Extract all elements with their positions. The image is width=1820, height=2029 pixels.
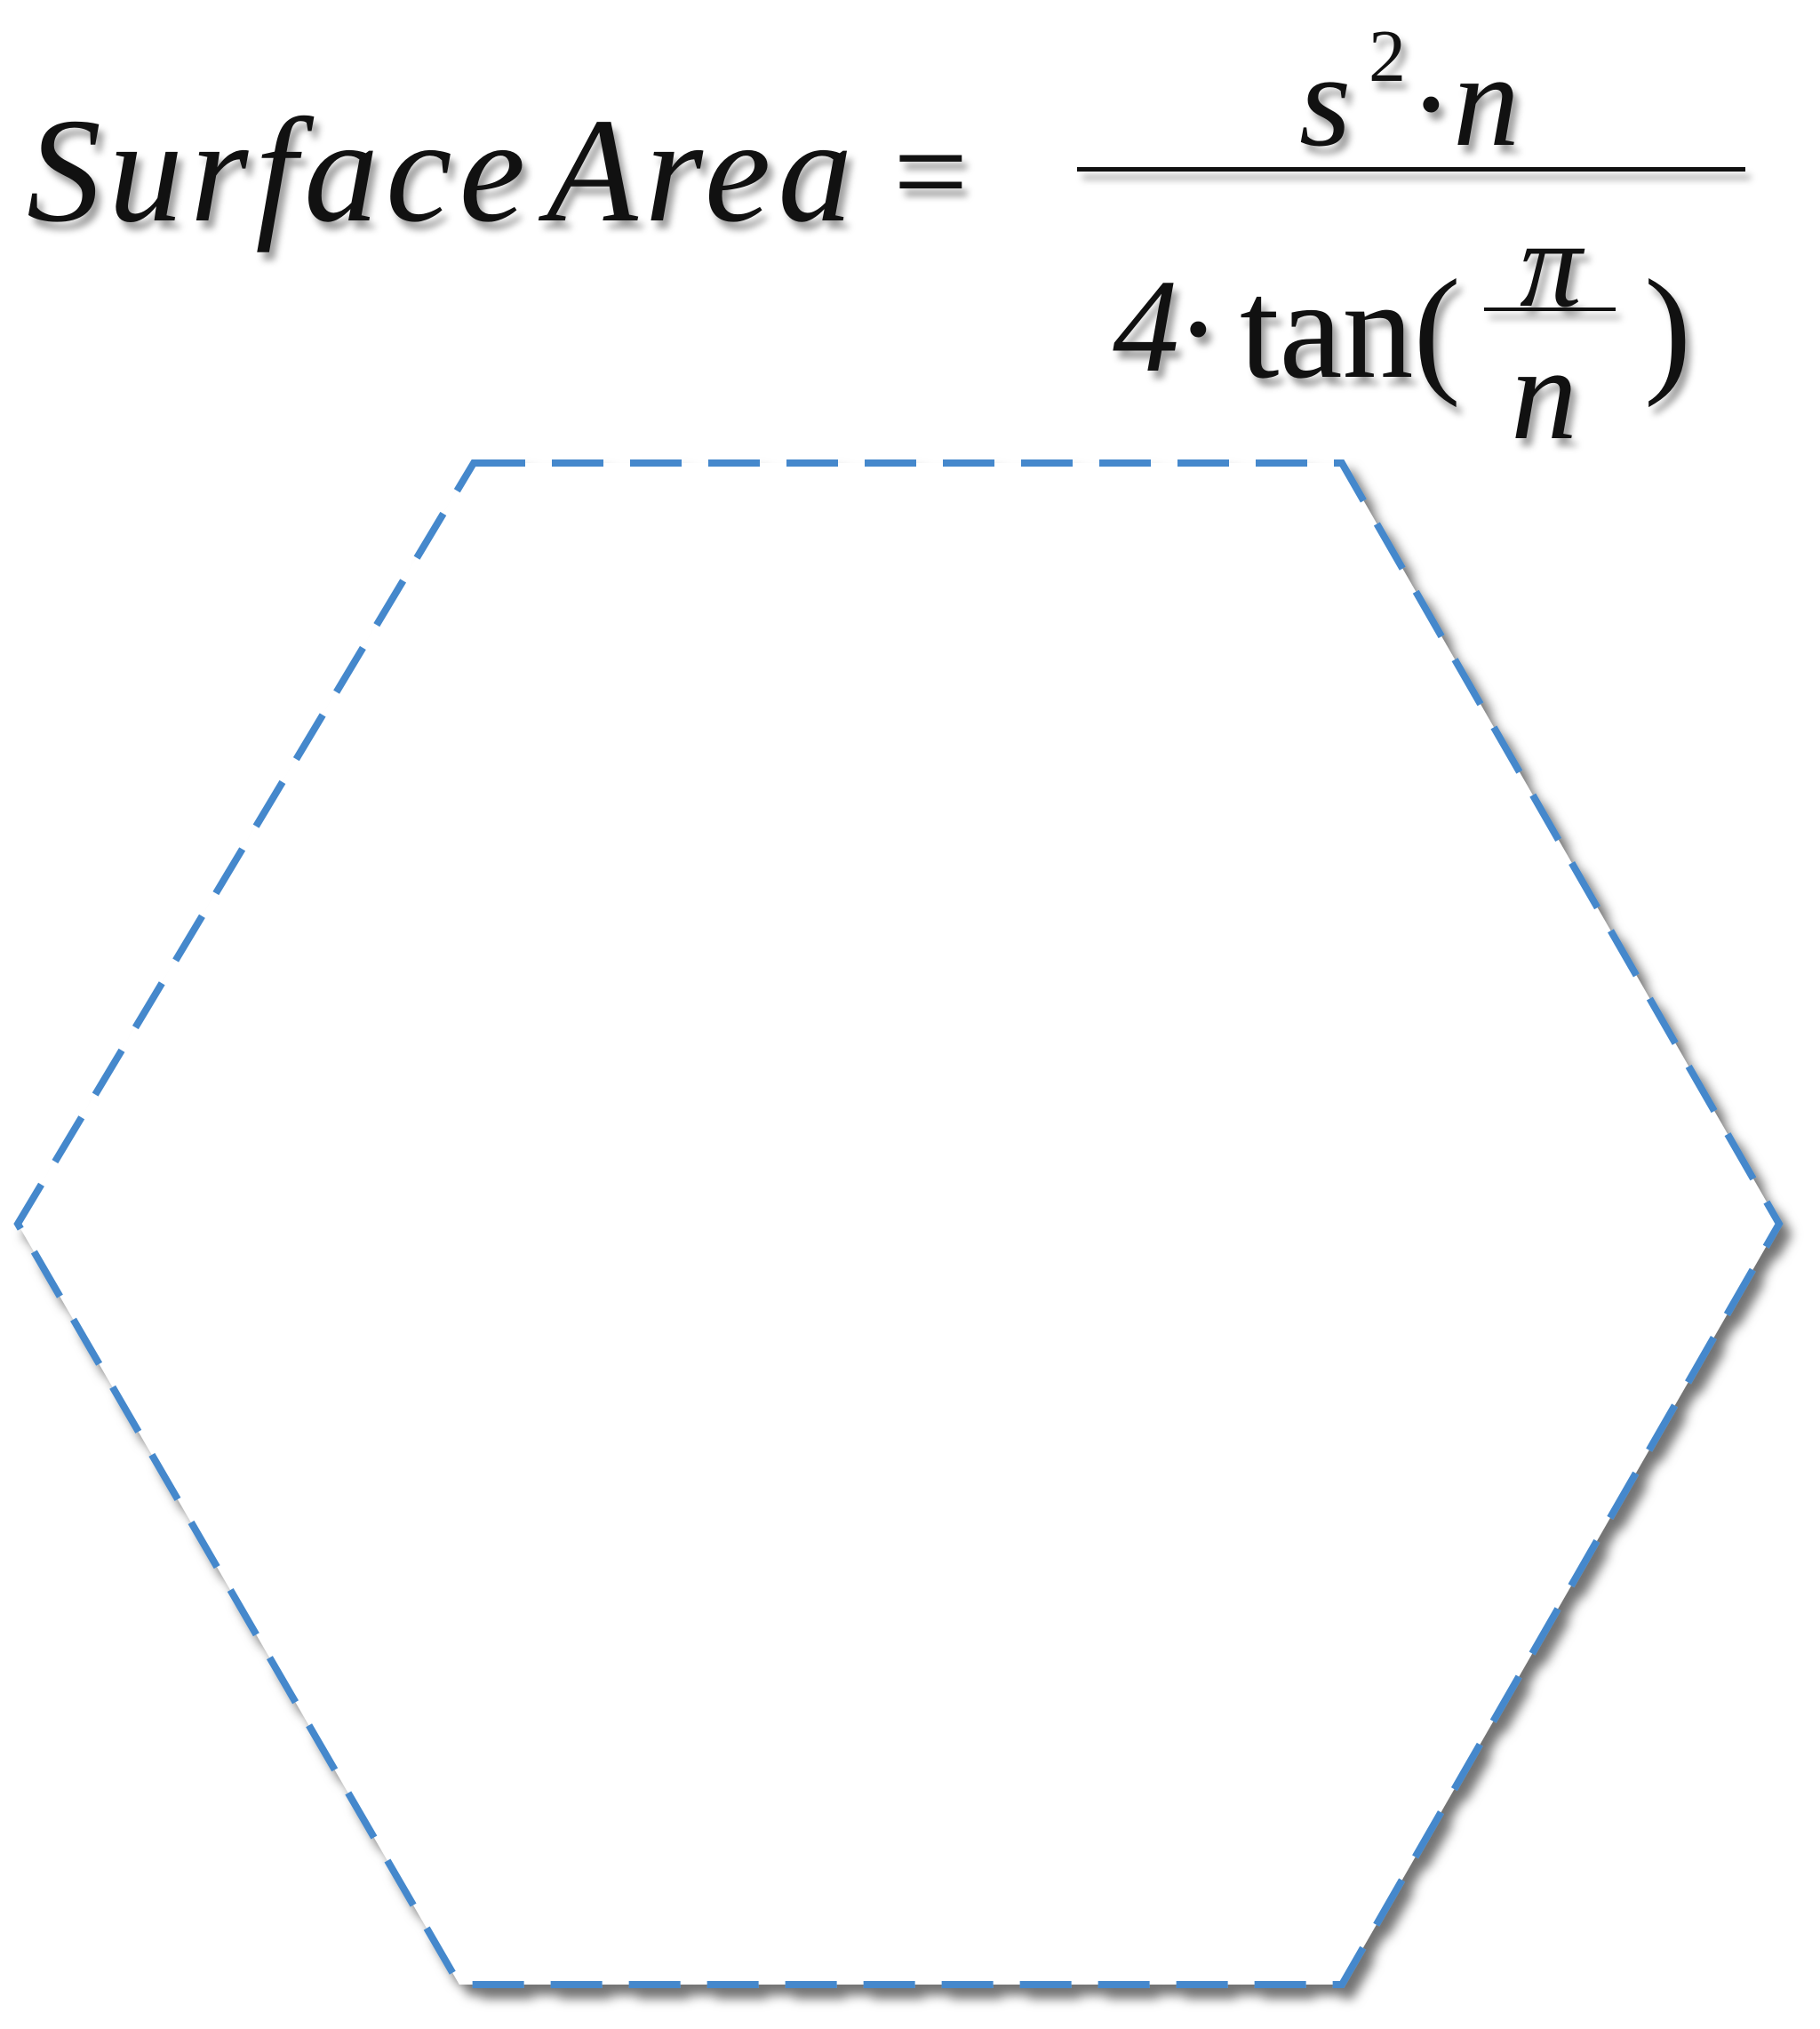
denominator-operator: · (1182, 275, 1215, 383)
inner-numerator-pi: π (1520, 196, 1583, 333)
main-fraction-bar (1077, 167, 1745, 172)
denominator-function: tan( (1240, 250, 1461, 408)
inner-denominator-n: n (1511, 320, 1577, 467)
numerator-variable: n (1453, 27, 1520, 174)
denominator-coefficient: 4 (1113, 252, 1179, 400)
formula-equals-sign: = (893, 98, 969, 245)
inner-fraction-bar (1484, 308, 1616, 311)
denominator-close-paren: ) (1644, 250, 1692, 408)
numerator-base: s (1299, 27, 1352, 174)
formula-lhs-area: Area (547, 88, 860, 253)
formula-lhs-surface: Surface (27, 88, 533, 253)
hexagon-outline (13, 459, 1784, 1988)
numerator-exponent: 2 (1369, 15, 1406, 98)
numerator-operator: · (1415, 50, 1448, 158)
